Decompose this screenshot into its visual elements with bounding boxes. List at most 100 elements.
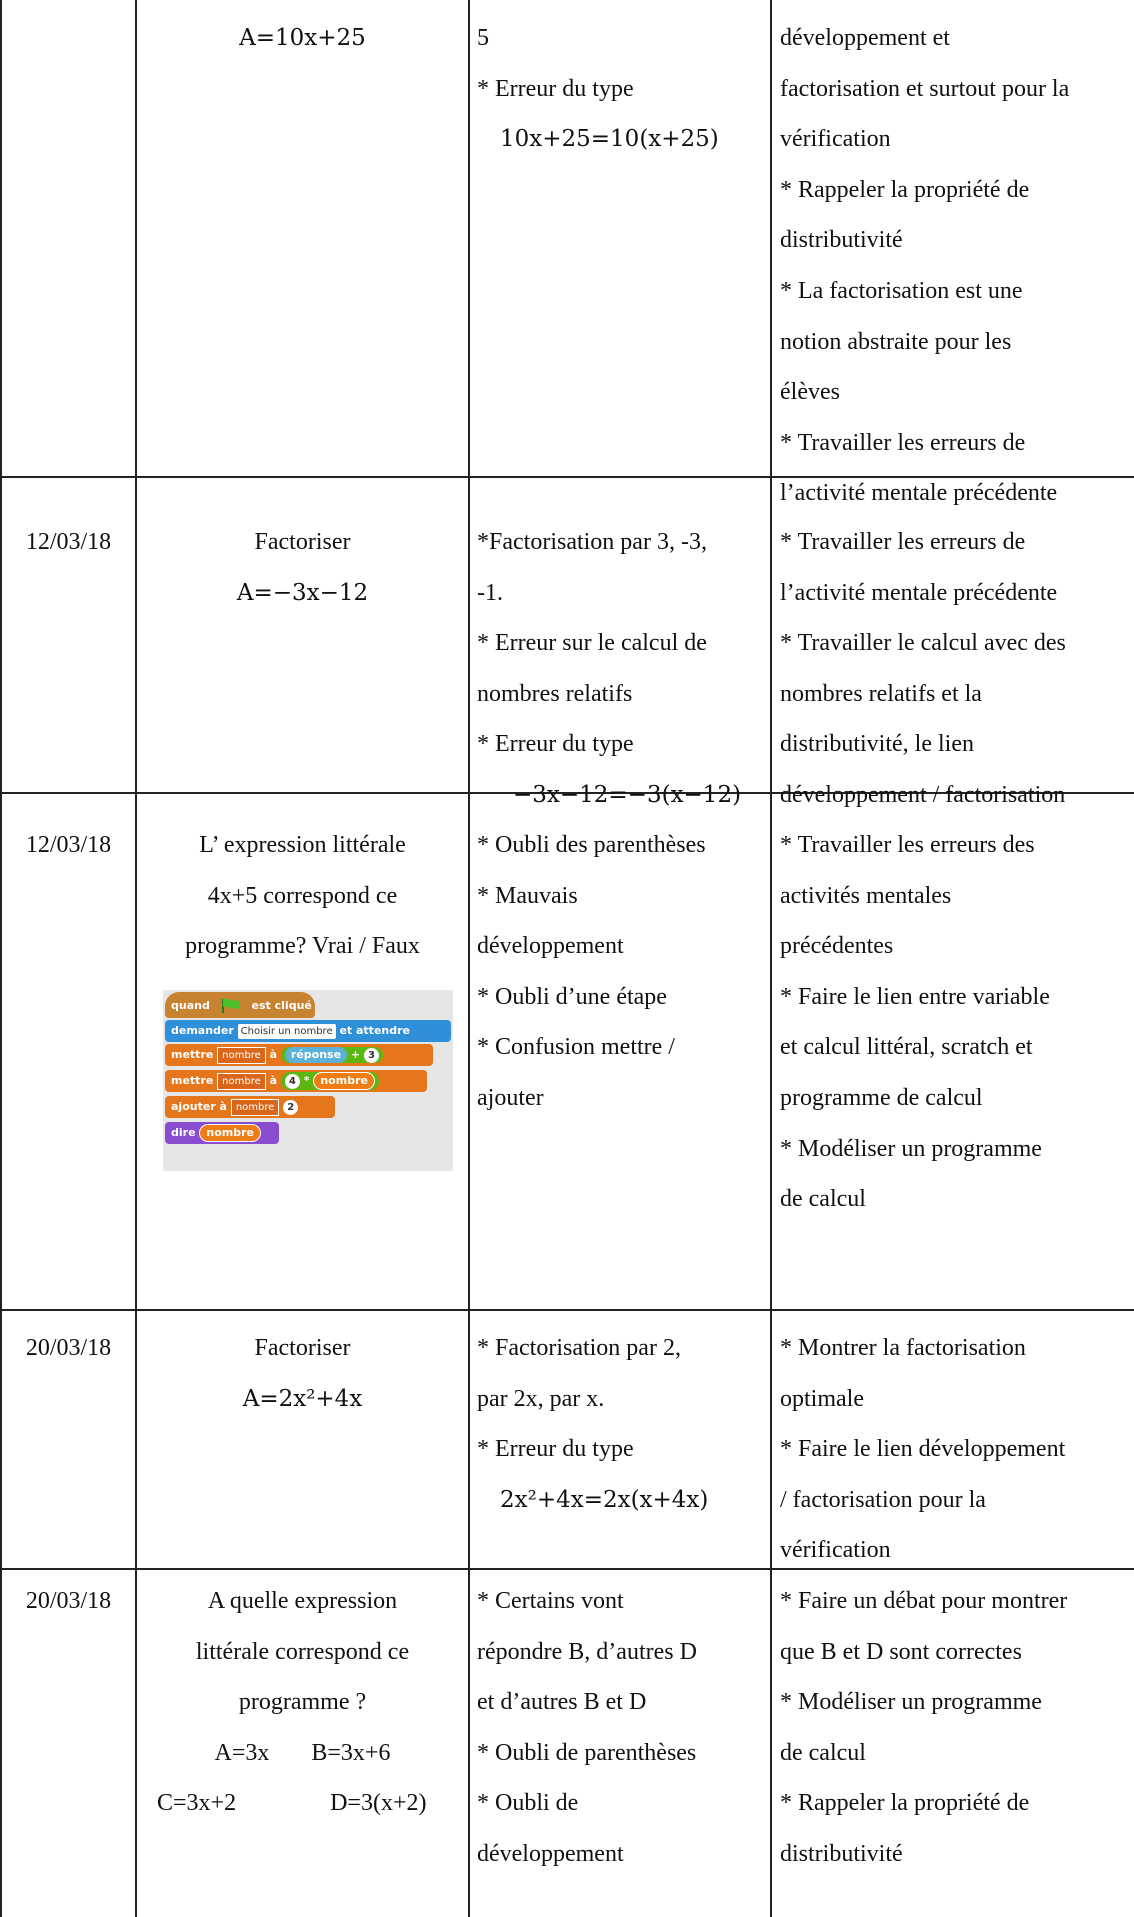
exercise-line: A quelle expression [207,1588,398,1614]
remediation-line: développement / factorisation [780,781,1066,808]
error-line: *Factorisation par 3, -3, [477,529,707,555]
answer-reporter: réponse [284,1047,348,1063]
error-line: * Mauvais [477,882,578,909]
number-input: 4 [284,1073,300,1089]
remediation-line: et calcul littéral, scratch et [780,1034,1033,1061]
exercise-line: 4x+5 correspond ce [207,882,398,909]
variable-reporter: nombre [313,1072,375,1090]
error-line: * Erreur sur le calcul de [477,630,707,657]
date-cell: 12/03/18 [2,820,135,871]
row-border [0,792,1134,794]
math-expression: −3x−12=−3(x−12) [513,781,742,808]
math-expression: 2x²+4x=2x(x+4x) [500,1486,709,1513]
date-cell: 20/03/18 [2,1576,135,1627]
choice-d: D=3(x+2) [330,1790,427,1817]
column-border [135,0,137,1917]
error-line: répondre B, d’autres D [477,1638,697,1665]
choice-c: C=3x+2 [157,1790,237,1817]
choice-a: A=3x [214,1739,270,1766]
remediation-cell: * Travailler les erreurs de l’activité m… [780,517,1134,821]
number-input: 2 [283,1099,299,1115]
errors-cell: * Oubli des parenthèses * Mauvais dévelo… [477,820,767,1124]
error-line: ajouter [477,1084,544,1111]
remediation-line: l’activité mentale précédente [780,579,1058,606]
remediation-line: * Travailler le calcul avec des [780,630,1066,657]
remediation-line: programme de calcul [780,1084,983,1111]
exercise-line: Factoriser [254,1335,351,1361]
variable-dropdown: nombre [217,1046,266,1064]
date-cell: 12/03/18 [2,517,135,568]
remediation-cell: développement et factorisation et surtou… [780,13,1134,519]
row-border [0,476,1134,478]
choice-b: B=3x+6 [311,1739,391,1766]
remediation-line: vérification [780,1537,891,1564]
remediation-cell: * Faire un débat pour montrer que B et D… [780,1576,1134,1880]
variable-dropdown: nombre [217,1072,266,1090]
math-expression: A=2x²+4x [242,1385,363,1412]
error-line: * Oubli des parenthèses [477,832,706,858]
error-line: * Oubli de [477,1790,579,1817]
exercise-cell: A quelle expression littérale correspond… [137,1576,468,1829]
date: 12/03/18 [25,529,112,555]
remediation-line: vérification [780,126,891,153]
exercise-line: programme ? [238,1689,367,1716]
error-line: * Confusion mettre / [477,1034,675,1061]
remediation-line: * Travailler les erreurs de [780,529,1026,555]
remediation-line: * Modéliser un programme [780,1689,1042,1716]
error-line: par 2x, par x. [477,1385,605,1412]
error-line: * Erreur du type [477,731,634,758]
scratch-program-image: quand est cliqué demander Choisir un nom… [163,990,453,1171]
exercise-cell: L’ expression littérale 4x+5 correspond … [137,820,468,972]
operator: * [303,1074,310,1087]
scratch-hat-block: quand est cliqué [165,992,315,1018]
exercise-line: programme? Vrai / Faux [185,933,420,960]
operator-block: réponse + 3 [280,1047,383,1063]
remediation-line: distributivité [780,227,903,254]
remediation-line: optimale [780,1385,864,1412]
remediation-line: distributivité, le lien [780,731,974,758]
date: 20/03/18 [25,1588,112,1614]
remediation-line: * Travailler les erreurs de [780,429,1026,456]
remediation-line: nombres relatifs et la [780,680,982,707]
block-text: à [269,1074,278,1087]
remediation-line: * Travailler les erreurs des [780,832,1035,858]
error-line: * Oubli de parenthèses [477,1739,697,1766]
row-border [0,1309,1134,1311]
remediation-line: * Faire le lien entre variable [780,983,1050,1010]
block-text: à [269,1048,278,1061]
remediation-line: distributivité [780,1840,903,1867]
block-text: mettre [171,1074,214,1087]
math-expression: A=10x+25 [239,25,366,51]
remediation-line: de calcul [780,1186,866,1213]
errors-cell: * Certains vont répondre B, d’autres D e… [477,1576,767,1880]
remediation-line: * Modéliser un programme [780,1135,1042,1162]
date: 20/03/18 [25,1335,112,1361]
scratch-change-block: ajouter à nombre 2 [165,1096,335,1118]
remediation-line: développement et [780,25,950,51]
remediation-line: l’activité mentale précédente [780,480,1058,507]
error-line: développement [477,1840,624,1867]
error-line: * Certains vont [477,1588,624,1614]
block-text: mettre [171,1048,214,1061]
block-text: demander [171,1024,234,1037]
scratch-say-block: dire nombre [165,1122,279,1144]
remediation-line: * Faire le lien développement [780,1436,1066,1463]
date: 12/03/18 [25,832,112,858]
scratch-set-block: mettre nombre à réponse + 3 [165,1044,433,1066]
errors-cell: * Factorisation par 2, par 2x, par x. * … [477,1323,767,1525]
remediation-line: de calcul [780,1739,866,1766]
remediation-line: * Rappeler la propriété de [780,176,1030,203]
remediation-line: * La factorisation est une [780,277,1023,304]
number-input: 3 [363,1047,379,1063]
block-text: est cliqué [251,999,312,1012]
operator: + [350,1048,361,1061]
exercise-cell: Factoriser A=−3x−12 [137,517,468,618]
remediation-line: élèves [780,379,840,406]
block-text: quand [171,999,210,1012]
exercise-cell: A=10x+25 [137,13,468,64]
remediation-line: activités mentales [780,882,952,909]
remediation-line: que B et D sont correctes [780,1638,1022,1665]
choice-line: A=3x B=3x+6 [137,1728,468,1779]
block-input: Choisir un nombre [237,1023,336,1039]
